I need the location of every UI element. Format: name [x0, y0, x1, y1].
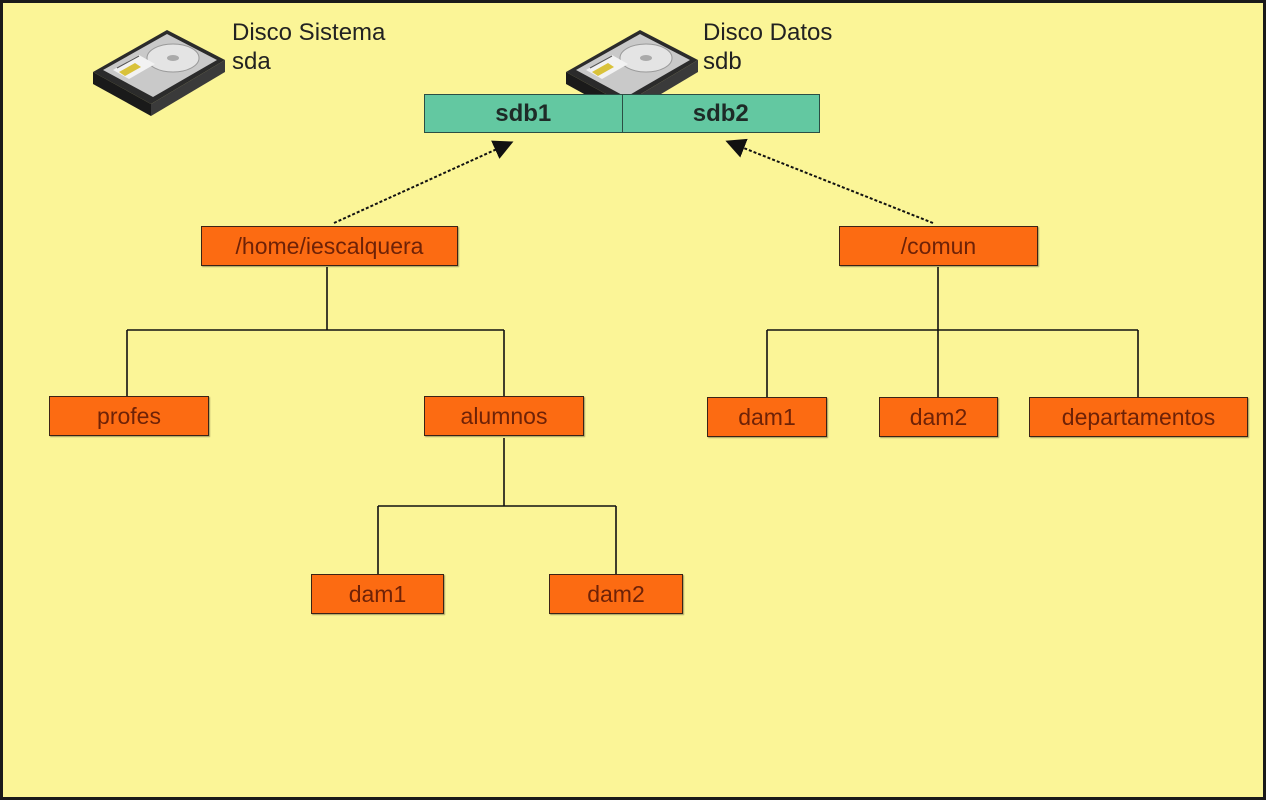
- dir-node-home: /home/iescalquera: [201, 226, 458, 266]
- data-disk-name: Disco Datos: [703, 19, 833, 46]
- dir-node-alumnos-dam1: dam1: [311, 574, 444, 614]
- mount-arrow-comun-sdb2: [725, 138, 934, 224]
- dir-node-comun: /comun: [839, 226, 1038, 266]
- connector-comun-children: [766, 267, 1139, 397]
- partition-sdb1: sdb1: [425, 95, 622, 132]
- partition-sdb2: sdb2: [621, 95, 819, 132]
- mount-arrow-home-sdb1: [333, 140, 514, 224]
- connector-layer: [126, 138, 1139, 574]
- dir-node-comun-dam1: dam1: [707, 397, 827, 437]
- dir-node-alumnos-dam2: dam2: [549, 574, 683, 614]
- dir-node-profes: profes: [49, 396, 209, 436]
- system-disk-name: Disco Sistema: [232, 19, 386, 46]
- dir-node-comun-dam2: dam2: [879, 397, 998, 437]
- system-disk-device: sda: [232, 48, 271, 75]
- partition-bar: sdb1 sdb2: [424, 94, 820, 133]
- connector-alumnos-children: [377, 438, 617, 574]
- data-disk-device: sdb: [703, 48, 742, 75]
- connector-home-children: [126, 267, 505, 396]
- hard-disk-icon: [93, 30, 225, 116]
- dir-node-alumnos: alumnos: [424, 396, 584, 436]
- dir-node-departamentos: departamentos: [1029, 397, 1248, 437]
